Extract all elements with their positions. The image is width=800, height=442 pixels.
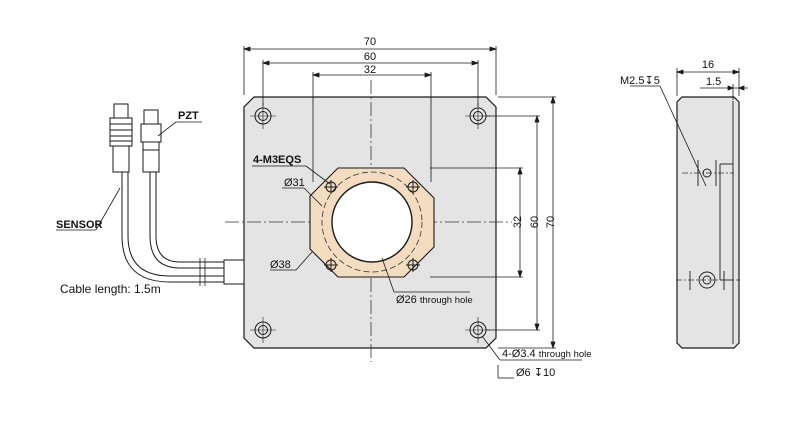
label-counterbore: Ø6 ↧10	[516, 367, 555, 379]
side-view: 16 1.5 M2.5↧5	[620, 59, 748, 349]
label-ring-outer: Ø38	[270, 259, 291, 271]
aperture	[331, 181, 413, 263]
label-mount-holes: 4-Ø3.4 through hole	[502, 348, 592, 360]
dim-height-32: 32	[512, 216, 524, 228]
dim-thickness-16: 16	[702, 59, 714, 71]
right-dimensions	[430, 95, 556, 350]
cable-assembly: PZT SENSOR Cable length: 1.5m	[56, 103, 245, 296]
dim-height-70: 70	[545, 216, 557, 228]
sensor-wire	[121, 172, 224, 283]
label-thread-holes: 4-M3EQS	[253, 154, 301, 166]
label-sensor: SENSOR	[56, 219, 103, 231]
label-side-thread: M2.5↧5	[620, 75, 660, 87]
label-cable-length: Cable length: 1.5m	[60, 282, 161, 296]
front-view: 70 60 32 32 60 70 4-M3EQS Ø31 Ø38 Ø26 th…	[225, 36, 592, 379]
dim-width-70: 70	[364, 36, 376, 48]
thread-holes	[324, 180, 420, 272]
leaders	[252, 165, 582, 379]
dim-offset-1-5: 1.5	[706, 76, 721, 88]
label-pzt: PZT	[178, 110, 199, 122]
dim-thread-spacing-32: 32	[364, 64, 376, 76]
cable-exit-block	[223, 259, 245, 285]
sensor-connector	[109, 103, 133, 173]
side-body	[676, 96, 740, 349]
dim-height-60: 60	[529, 216, 541, 228]
mount-holes	[250, 103, 491, 343]
pzt-connector	[140, 109, 162, 173]
top-dimensions	[242, 46, 498, 182]
ring-dashed-circle	[321, 171, 423, 273]
label-bolt-circle: Ø31	[284, 177, 305, 189]
dim-hole-spacing-60: 60	[364, 51, 376, 63]
pzt-wire	[149, 172, 224, 269]
label-aperture: Ø26 through hole	[396, 294, 473, 306]
